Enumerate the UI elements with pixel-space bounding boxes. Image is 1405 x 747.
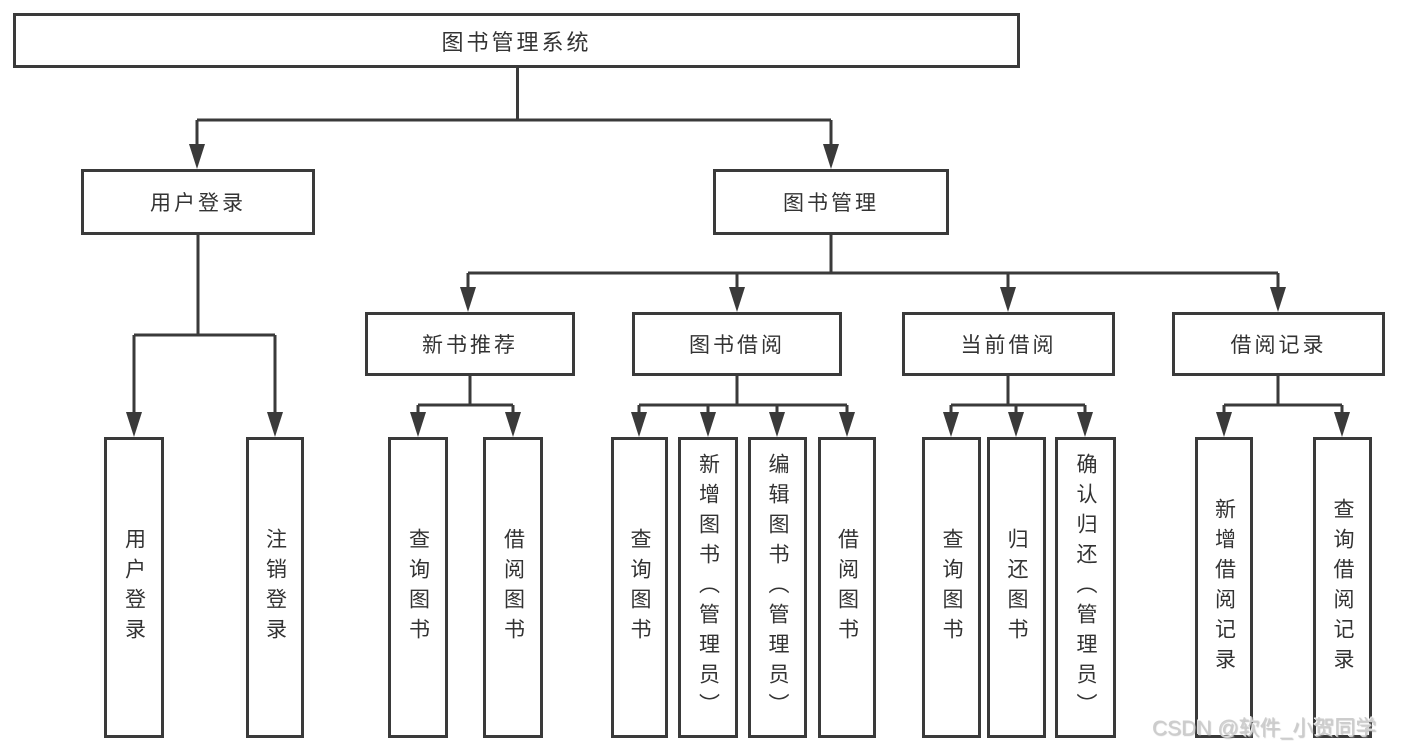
- node-leaf-user-login: 用户登录: [104, 437, 164, 738]
- node-borrowing-records: 借阅记录: [1172, 312, 1385, 376]
- node-book-management: 图书管理: [713, 169, 949, 235]
- node-leaf-query-books-recommend: 查询图书: [388, 437, 448, 738]
- node-leaf-query-books-current: 查询图书: [922, 437, 981, 738]
- node-leaf-query-borrow-record: 查询借阅记录: [1313, 437, 1372, 738]
- node-new-book-recommend: 新书推荐: [365, 312, 575, 376]
- node-leaf-edit-books-admin: 编辑图书（管理员）: [748, 437, 807, 738]
- node-book-borrowing: 图书借阅: [632, 312, 842, 376]
- node-leaf-borrow-books-recommend: 借阅图书: [483, 437, 543, 738]
- node-user-login: 用户登录: [81, 169, 315, 235]
- node-leaf-add-books-admin: 新增图书（管理员）: [678, 437, 738, 738]
- node-leaf-logout: 注销登录: [246, 437, 304, 738]
- node-leaf-return-books: 归还图书: [987, 437, 1046, 738]
- node-leaf-borrow-books: 借阅图书: [818, 437, 876, 738]
- node-current-borrowing: 当前借阅: [902, 312, 1115, 376]
- node-leaf-query-books-borrowing: 查询图书: [611, 437, 668, 738]
- node-leaf-confirm-return-admin: 确认归还（管理员）: [1055, 437, 1116, 738]
- node-leaf-add-borrow-record: 新增借阅记录: [1195, 437, 1253, 738]
- csdn-watermark: CSDN @软件_小贺同学: [1152, 717, 1377, 740]
- node-library-management-system: 图书管理系统: [13, 13, 1020, 68]
